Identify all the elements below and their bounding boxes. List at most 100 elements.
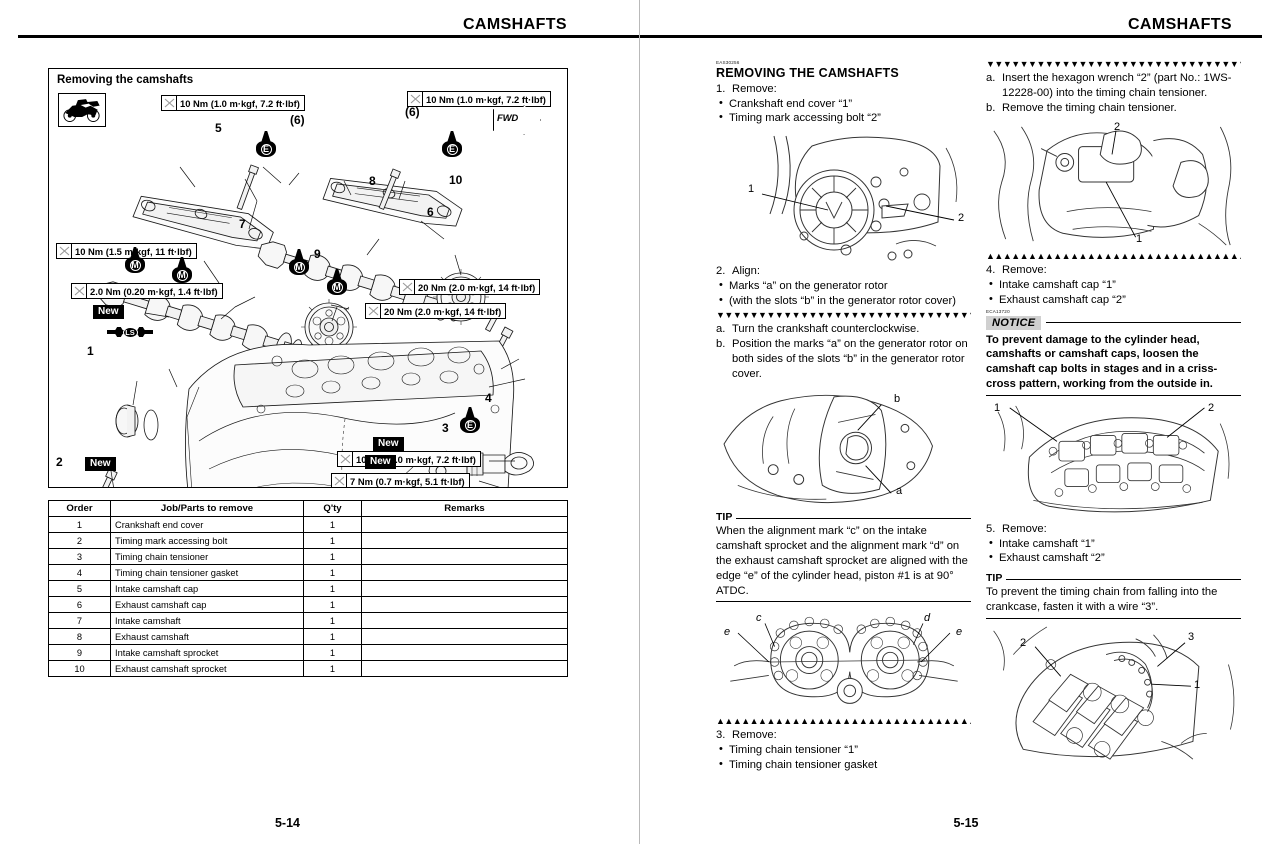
substep-a: a. Turn the crankshaft counterclockwise.: [716, 322, 971, 337]
parts-removal-table: Order Job/Parts to remove Q'ty Remarks 1…: [48, 500, 568, 677]
cell-remarks: [361, 644, 568, 661]
column-header-order: Order: [48, 500, 111, 517]
cell-order: 3: [48, 548, 111, 565]
sealant-mark-icon: LS: [107, 325, 153, 339]
figure-callout: 2: [1020, 636, 1027, 649]
cell-job-parts: Timing mark accessing bolt: [110, 532, 304, 549]
cell-qty: 1: [303, 596, 362, 613]
cell-order: 7: [48, 612, 111, 629]
cell-job-parts: Exhaust camshaft sprocket: [110, 660, 304, 677]
figure-callout: e: [956, 626, 963, 639]
figure-callout: d: [924, 612, 931, 625]
engine-oil-mark-icon: E: [442, 131, 462, 157]
notice-heading: NOTICE: [986, 315, 1241, 330]
new-part-tag: New: [373, 437, 404, 451]
tip-bottom-rule: [716, 601, 971, 603]
figure-callout: 3: [1188, 630, 1195, 643]
torque-spec-label: 10 Nm (1.0 m·kgf, 7.2 ft·lbf): [161, 95, 305, 111]
tip-rule: [736, 517, 971, 519]
step-number: 1.: [716, 83, 726, 96]
substep-end-rule: ▲▲▲▲▲▲▲▲▲▲▲▲▲▲▲▲▲▲▲▲▲▲▲▲▲▲▲▲▲▲▲▲▲▲▲: [986, 252, 1241, 262]
tip-rule: [1006, 578, 1241, 580]
cell-order: 5: [48, 580, 111, 597]
wrench-icon: [338, 452, 353, 466]
tip-label: TIP: [716, 511, 733, 524]
callout-number: 4: [485, 391, 492, 405]
right-page: CAMSHAFTS EAS30256 REMOVING THE CAMSHAFT…: [640, 0, 1280, 844]
torque-spec-label: 2.0 Nm (0.20 m·kgf, 1.4 ft·lbf): [71, 283, 223, 299]
procedure-step-4: 4. Remove:: [986, 263, 1241, 278]
column-header-qty: Q'ty: [303, 500, 362, 517]
notice-reference-code: ECA13720: [986, 309, 1010, 315]
cell-qty: 1: [303, 644, 362, 661]
tip-label: TIP: [986, 572, 1003, 585]
substep-letter: b.: [716, 338, 726, 351]
cell-job-parts: Intake camshaft: [110, 612, 304, 629]
callout-number: 3: [442, 421, 449, 435]
cell-order: 1: [48, 516, 111, 533]
step-number: 5.: [986, 523, 996, 536]
tip-heading: TIP: [716, 511, 971, 523]
cell-order: 2: [48, 532, 111, 549]
figure-callout: 2: [1114, 121, 1121, 134]
cell-qty: 1: [303, 564, 362, 581]
figure-camshaft-caps: 1 2: [986, 402, 1241, 520]
cell-order: 9: [48, 644, 111, 661]
tip-text: When the alignment mark “c” on the intak…: [716, 525, 968, 597]
cell-remarks: [361, 628, 568, 645]
new-part-tag: New: [85, 457, 116, 471]
cell-job-parts: Exhaust camshaft: [110, 628, 304, 645]
right-page-column-1: EAS30256 REMOVING THE CAMSHAFTS 1. Remov…: [716, 60, 971, 772]
tip-bottom-rule: [986, 617, 1241, 619]
column-header-job-parts: Job/Parts to remove: [110, 500, 304, 517]
cell-job-parts: Intake camshaft sprocket: [110, 644, 304, 661]
tip-text: To prevent the timing chain from falling…: [986, 586, 1218, 613]
wrench-icon: [366, 304, 381, 318]
step-label: Remove:: [1002, 264, 1047, 277]
substep-letter: a.: [716, 323, 726, 336]
step-number: 4.: [986, 264, 996, 277]
callout-number: 1: [87, 344, 94, 358]
cell-job-parts: Intake camshaft cap: [110, 580, 304, 597]
substep-end-rule: ▲▲▲▲▲▲▲▲▲▲▲▲▲▲▲▲▲▲▲▲▲▲▲▲▲▲▲▲▲▲▲▲▲▲▲: [716, 717, 971, 727]
notice-label: NOTICE: [986, 315, 1042, 330]
cell-remarks: [361, 548, 568, 565]
new-part-tag: New: [93, 305, 124, 319]
substep-a: a. Insert the hexagon wrench “2” (part N…: [986, 71, 1241, 101]
step-number: 3.: [716, 729, 726, 742]
cell-job-parts: Exhaust camshaft cap: [110, 596, 304, 613]
wrench-icon: [332, 474, 347, 487]
step-label: Remove:: [1002, 523, 1047, 536]
figure-callout: 2: [1208, 402, 1215, 415]
cell-order: 10: [48, 660, 111, 677]
step-label: Align:: [732, 265, 760, 278]
exploded-view-title: Removing the camshafts: [57, 74, 194, 86]
page-title: CAMSHAFTS: [462, 16, 567, 33]
substep-b: b. Remove the timing chain tensioner.: [986, 101, 1241, 116]
figure-callout: 2: [958, 212, 965, 225]
list-item: Exhaust camshaft “2”: [986, 550, 1241, 566]
figure-callout: 1: [748, 183, 755, 196]
torque-spec-label: 10 Nm (1.0 m·kgf, 7.2 ft·lbf): [407, 91, 551, 107]
substep-start-rule: ▼▼▼▼▼▼▼▼▼▼▼▼▼▼▼▼▼▼▼▼▼▼▼▼▼▼▼▼▼▼▼▼▼▼▼: [986, 60, 1241, 69]
list-item-continuation: (with the slots “b” in the generator rot…: [716, 293, 971, 309]
step-4-item-list: Intake camshaft cap “1” Exhaust camshaft…: [986, 277, 1241, 308]
figure-callout: 1: [1194, 678, 1201, 691]
cell-order: 6: [48, 596, 111, 613]
figure-timing-chain-tensioner: 2 1: [986, 121, 1241, 249]
cell-qty: 1: [303, 628, 362, 645]
figure-camshafts-wire: 2 3 1: [986, 625, 1241, 773]
cell-remarks: [361, 596, 568, 613]
substep-text: Position the marks “a” on the generator …: [732, 338, 968, 380]
molybdenum-grease-mark-icon: M: [125, 247, 145, 273]
procedure-step-5: 5. Remove:: [986, 522, 1241, 537]
step-number: 2.: [716, 265, 726, 278]
procedure-step-1: 1. Remove:: [716, 82, 971, 97]
list-item: Timing chain tensioner “1”: [716, 742, 971, 758]
